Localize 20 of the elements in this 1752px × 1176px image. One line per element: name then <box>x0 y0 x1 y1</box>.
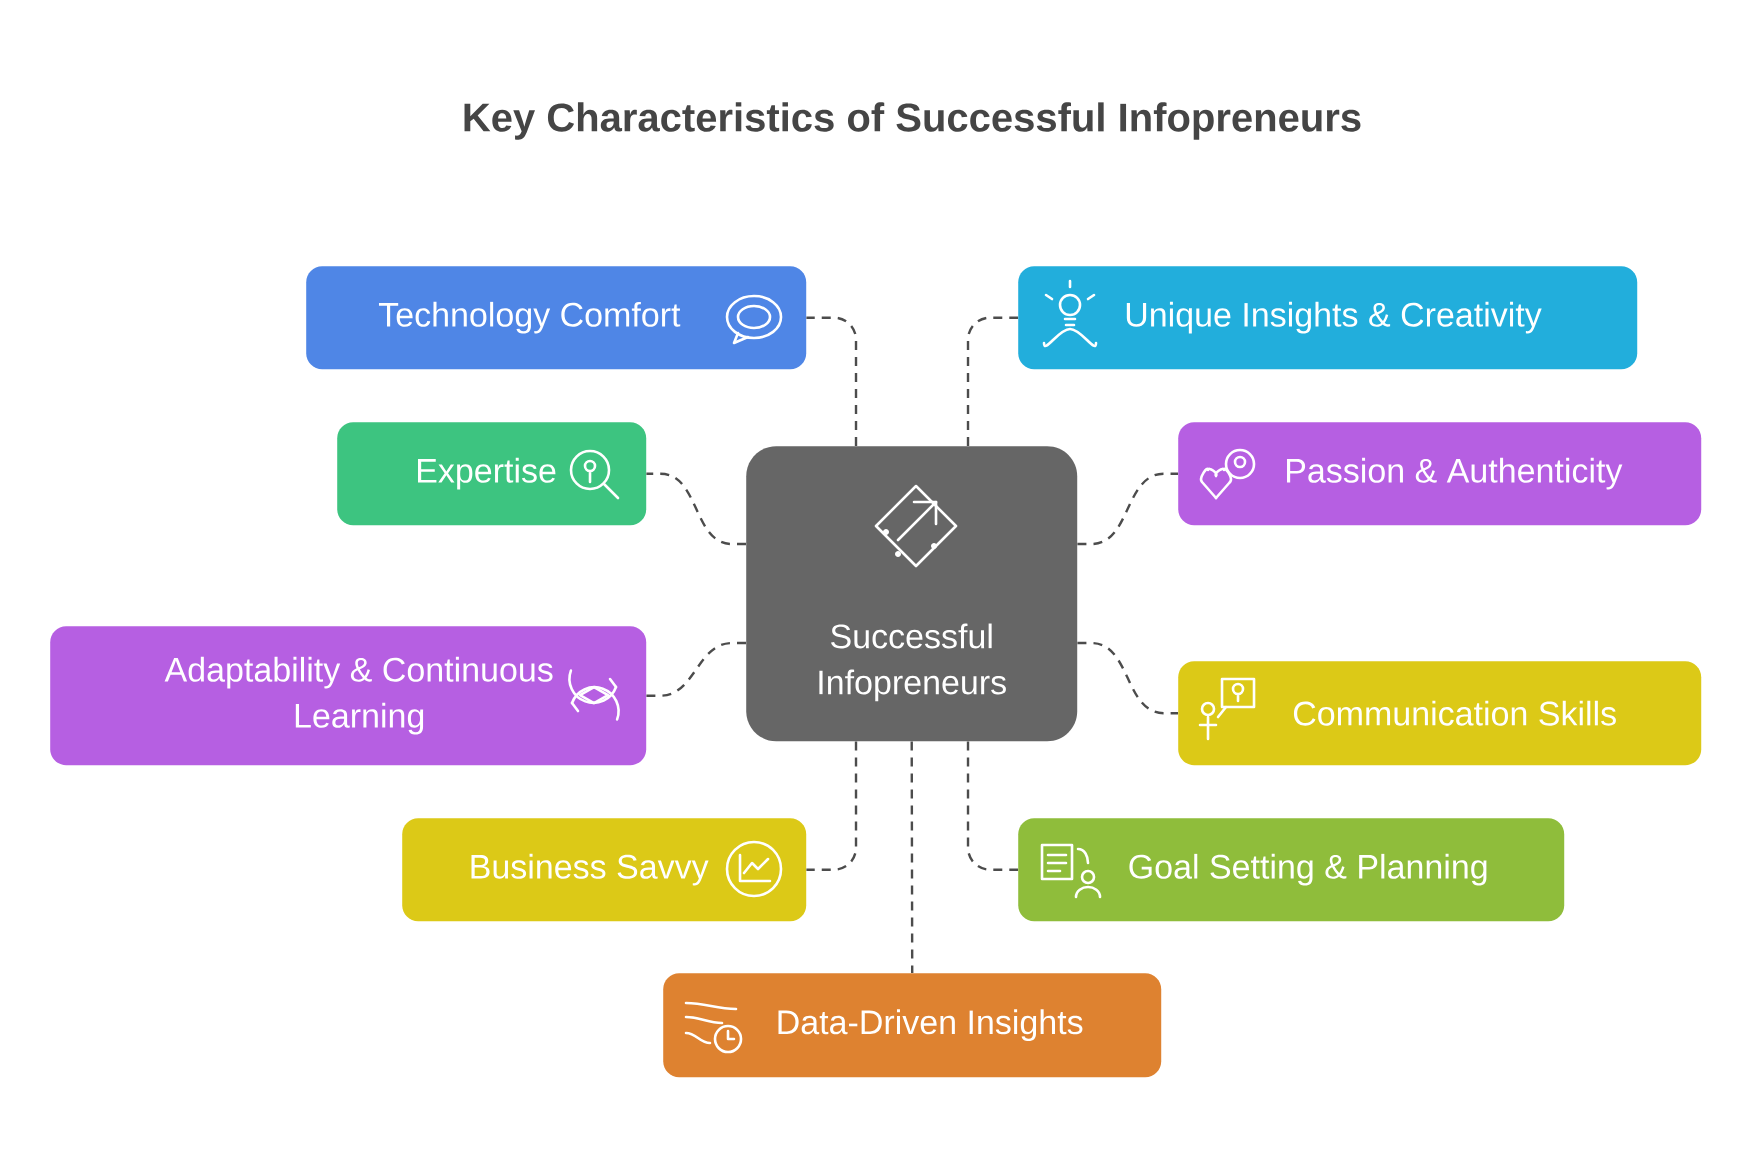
connector-line <box>910 741 914 973</box>
connector-line <box>646 472 746 546</box>
characteristic-box: Expertise <box>337 422 647 526</box>
connector-line <box>966 741 1018 871</box>
title: Key Characteristics of Successful Infopreneurs <box>464 102 1361 140</box>
characteristic-box: Passion & Authenticity <box>1178 422 1702 526</box>
characteristic-box: Adaptability & Continuous Learning <box>50 626 647 766</box>
characteristic-box: Technology Comfort <box>306 266 807 370</box>
characteristic-box: Goal Setting & Planning <box>1018 818 1565 922</box>
characteristic-box: Communication Skills <box>1178 661 1702 766</box>
center-box: Successful Infopreneurs <box>746 446 1078 742</box>
characteristic-box: Unique Insights & Creativity <box>1018 266 1638 370</box>
connector-line <box>806 741 858 871</box>
characteristic-box: Business Savvy <box>402 818 807 922</box>
characteristic-box: Data-Driven Insights <box>663 973 1162 1078</box>
connector-line <box>1077 472 1178 546</box>
connector-line <box>1077 641 1178 715</box>
connector-line <box>646 641 746 697</box>
connector-line <box>966 316 1018 446</box>
connector-line <box>806 316 858 446</box>
